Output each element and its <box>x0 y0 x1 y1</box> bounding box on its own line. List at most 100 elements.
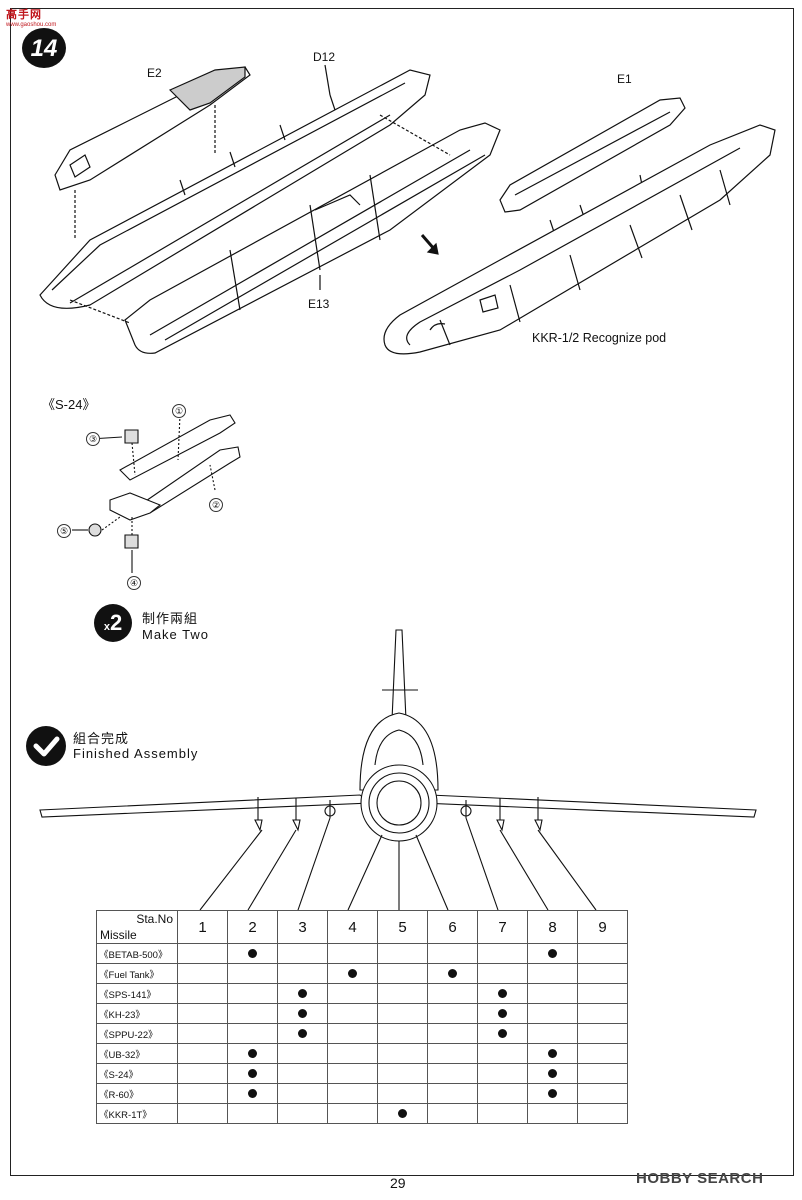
table-row: 《KH-23》 <box>96 1003 628 1024</box>
station-cell <box>427 1043 478 1064</box>
callout-5: ⑤ <box>57 524 71 538</box>
station-cell <box>427 943 478 964</box>
mount-dot-icon <box>448 968 457 978</box>
callout-3: ③ <box>86 432 100 446</box>
mount-dot-icon <box>298 1028 307 1038</box>
station-cell <box>577 1023 628 1044</box>
station-cell <box>277 1083 328 1104</box>
make-two-badge: x2 <box>94 604 132 642</box>
table-row: 《S-24》 <box>96 1063 628 1084</box>
station-cell <box>427 1003 478 1024</box>
callout-2: ② <box>209 498 223 512</box>
table-row: 《Fuel Tank》 <box>96 963 628 984</box>
station-3-header: 3 <box>277 910 328 944</box>
station-cell <box>377 1023 428 1044</box>
part-label-e1: E1 <box>617 72 632 86</box>
station-cell <box>177 963 228 984</box>
missile-name: 《KKR-1T》 <box>96 1103 178 1124</box>
mount-dot-icon <box>548 1068 557 1078</box>
make-two-x: x <box>103 621 110 633</box>
table-row: 《KKR-1T》 <box>96 1103 628 1124</box>
station-cell <box>227 1043 278 1064</box>
station-cell <box>527 1103 578 1124</box>
station-cell <box>327 1103 378 1124</box>
station-cell <box>527 1003 578 1024</box>
missile-name: 《Fuel Tank》 <box>96 963 178 984</box>
station-cell <box>177 983 228 1004</box>
missile-name: 《SPS-141》 <box>96 983 178 1004</box>
station-cell <box>477 1023 528 1044</box>
station-cell <box>327 943 378 964</box>
callout-1: ① <box>172 404 186 418</box>
missile-name: 《KH-23》 <box>96 1003 178 1024</box>
station-cell <box>377 1063 428 1084</box>
station-cell <box>527 1023 578 1044</box>
missile-header: Missile <box>100 928 137 942</box>
finished-en: Finished Assembly <box>73 746 199 761</box>
station-cell <box>377 983 428 1004</box>
callout-4: ④ <box>127 576 141 590</box>
mount-dot-icon <box>398 1108 407 1118</box>
station-cell <box>177 1083 228 1104</box>
check-icon <box>33 736 60 757</box>
station-cell <box>527 943 578 964</box>
station-2-header: 2 <box>227 910 278 944</box>
station-cell <box>527 963 578 984</box>
station-cell <box>227 1103 278 1124</box>
station-cell <box>527 1083 578 1104</box>
station-cell <box>377 1043 428 1064</box>
station-cell <box>527 1043 578 1064</box>
station-cell <box>477 983 528 1004</box>
table-corner-header: Sta.No Missile <box>96 910 178 944</box>
mount-dot-icon <box>548 948 557 958</box>
mount-dot-icon <box>298 988 307 998</box>
station-cell <box>477 943 528 964</box>
station-cell <box>277 943 328 964</box>
mount-dot-icon <box>248 1048 257 1058</box>
station-cell <box>577 1063 628 1084</box>
station-cell <box>177 1043 228 1064</box>
station-cell <box>327 983 378 1004</box>
mount-dot-icon <box>248 1088 257 1098</box>
station-cell <box>277 1043 328 1064</box>
mount-dot-icon <box>248 948 257 958</box>
station-cell <box>527 1063 578 1084</box>
station-cell <box>227 943 278 964</box>
pod-caption: KKR-1/2 Recognize pod <box>532 331 667 345</box>
station-cell <box>177 943 228 964</box>
station-cell <box>227 963 278 984</box>
station-cell <box>427 1023 478 1044</box>
page-number: 29 <box>390 1175 406 1191</box>
station-cell <box>427 1083 478 1104</box>
missile-name: 《R-60》 <box>96 1083 178 1104</box>
mount-dot-icon <box>498 1008 507 1018</box>
station-8-header: 8 <box>527 910 578 944</box>
station-cell <box>427 983 478 1004</box>
station-cell <box>177 1023 228 1044</box>
station-cell <box>377 963 428 984</box>
station-5-header: 5 <box>377 910 428 944</box>
hobby-search-logo: HOBBY SEARCH <box>636 1170 764 1187</box>
table-row: 《SPPU-22》 <box>96 1023 628 1044</box>
table-header-row: Sta.No Missile 1 2 3 4 5 6 7 8 9 <box>96 910 628 944</box>
station-cell <box>177 1063 228 1084</box>
station-7-header: 7 <box>477 910 528 944</box>
station-cell <box>277 983 328 1004</box>
s24-missile-drawing <box>72 414 241 573</box>
station-cell <box>327 1063 378 1084</box>
station-cell <box>327 1083 378 1104</box>
station-cell <box>377 1103 428 1124</box>
page-frame <box>10 8 794 1176</box>
station-cell <box>477 1083 528 1104</box>
station-cell <box>427 963 478 984</box>
station-cell <box>277 1063 328 1084</box>
station-cell <box>277 1103 328 1124</box>
station-cell <box>227 983 278 1004</box>
station-cell <box>477 1043 528 1064</box>
table-row: 《UB-32》 <box>96 1043 628 1064</box>
station-cell <box>577 1103 628 1124</box>
aircraft-front-view <box>39 629 757 911</box>
station-cell <box>577 943 628 964</box>
part-label-e13: E13 <box>308 297 330 311</box>
table-row: 《BETAB-500》 <box>96 943 628 964</box>
